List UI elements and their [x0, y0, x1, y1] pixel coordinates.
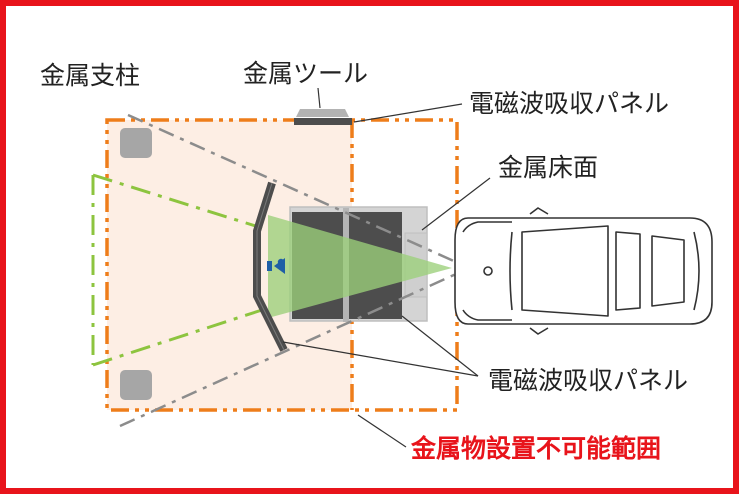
sensor-beam-cone — [268, 215, 452, 318]
leader-metal-tool — [317, 87, 321, 109]
beam-line-upper — [92, 173, 263, 230]
leader-panel-curved — [282, 341, 479, 377]
vehicle-top-view-icon — [454, 207, 713, 335]
em-absorber-panel-outline — [256, 182, 285, 351]
beam-line-lower — [92, 308, 263, 367]
metal-pillar-top — [120, 128, 152, 158]
label-metal-floor: 金属床面 — [498, 153, 598, 182]
fov-line-upper — [127, 113, 457, 264]
label-no-metal-zone: 金属物設置不可能範囲 — [410, 434, 661, 463]
label-em-panel-bottom: 電磁波吸収パネル — [488, 366, 688, 395]
leader-em-panel-top — [353, 103, 463, 123]
metal-tool — [296, 109, 349, 117]
label-metal-pillar: 金属支柱 — [40, 61, 140, 90]
leader-panel-floor — [401, 315, 479, 377]
label-em-panel-top: 電磁波吸収パネル — [469, 89, 669, 118]
leader-no-metal-zone — [357, 414, 407, 448]
metal-pillar-bottom — [120, 370, 152, 400]
label-metal-tool: 金属ツール — [243, 59, 368, 88]
em-absorber-panel-top — [294, 118, 352, 125]
fov-line-lower — [119, 272, 457, 428]
leader-metal-floor — [421, 177, 491, 231]
camera-sensor-icon — [267, 258, 285, 274]
